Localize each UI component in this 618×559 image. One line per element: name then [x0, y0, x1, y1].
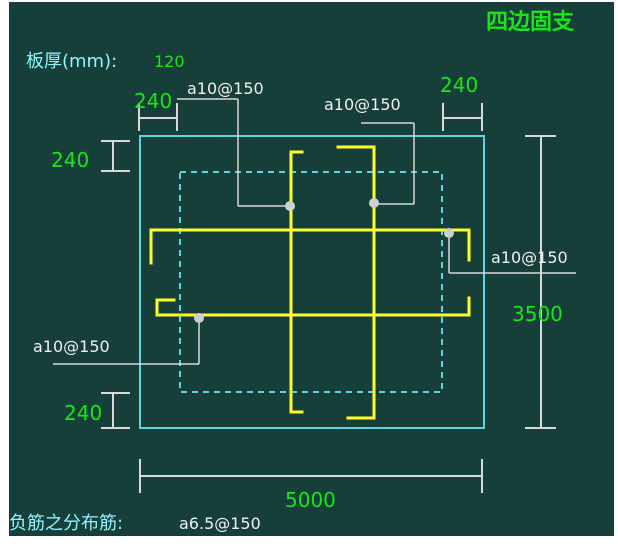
- slab-diagram-svg: 四边固支 板厚(mm): 120: [9, 10, 576, 534]
- inner-dashed-outline: [179, 171, 443, 393]
- callout-left-text: a10@150: [33, 337, 110, 356]
- callout-point-top-middle: [369, 198, 379, 208]
- rebar-lines: [149, 145, 471, 420]
- callout-right-text: a10@150: [491, 248, 568, 267]
- dimension-lines: [101, 103, 556, 493]
- dim-top-right-240: 240: [440, 73, 478, 97]
- callout-top-middle-text: a10@150: [324, 95, 401, 114]
- dim-left-top-240: 240: [51, 148, 89, 172]
- diagram-panel: 四边固支 板厚(mm): 120: [9, 2, 614, 536]
- callout-point-right: [444, 228, 454, 238]
- callout-point-left: [194, 313, 204, 323]
- callout-leaders: [53, 98, 576, 365]
- callout-point-top-left: [285, 201, 295, 211]
- thickness-label: 板厚(mm):: [26, 51, 117, 72]
- dim-left-bottom-240: 240: [64, 401, 102, 425]
- distribution-value: a6.5@150: [179, 514, 261, 533]
- dim-top-left-240: 240: [134, 89, 172, 113]
- distribution-label: 负筋之分布筋:: [9, 513, 123, 534]
- thickness-value: 120: [154, 52, 185, 71]
- callout-top-left-text: a10@150: [187, 79, 264, 98]
- diagram-title: 四边固支: [486, 10, 575, 35]
- dim-height-3500: 3500: [512, 302, 563, 326]
- dim-width-5000: 5000: [285, 488, 336, 512]
- slab-outline: [139, 135, 485, 429]
